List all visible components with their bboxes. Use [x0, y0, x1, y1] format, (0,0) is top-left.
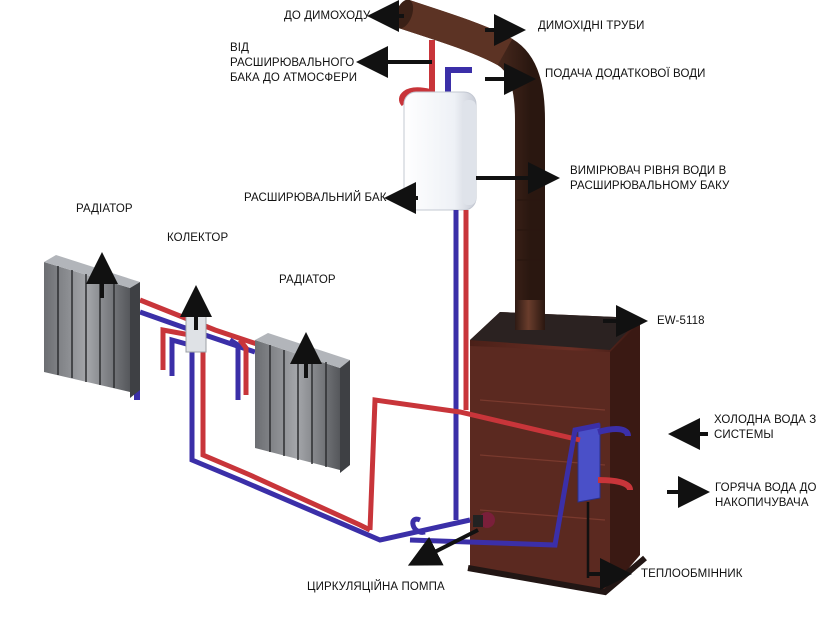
label-line: НАКОПИЧУВАЧА: [715, 497, 809, 509]
label-heat-exchanger: ТЕПЛООБМІННИК: [641, 568, 743, 580]
label-line: ГОРЯЧА ВОДА ДО: [715, 482, 817, 494]
arrow-circulation-pump: [407, 528, 479, 566]
label-line: СИСТЕМЫ: [714, 429, 774, 441]
label-radiator-right: РАДІАТОР: [279, 274, 336, 286]
label-cold-water-in: ХОЛОДНА ВОДА З СИСТЕМЫ: [714, 413, 816, 443]
label-chimney-pipes: ДИМОХІДНІ ТРУБИ: [538, 20, 645, 32]
label-line: РАСШИРЮВАЛЬНОМУ БАКУ: [570, 180, 730, 192]
label-extra-water-supply: ПОДАЧА ДОДАТКОВОЇ ВОДИ: [545, 68, 706, 80]
label-expansion-tank: РАСШИРЮВАЛЬНИЙ БАК: [244, 192, 387, 204]
boiler: [467, 300, 647, 596]
label-line: РАСШИРЮВАЛЬНОГО: [230, 57, 355, 69]
label-from-tank-to-atmosphere: ВІД РАСШИРЮВАЛЬНОГО БАКА ДО АТМОСФЕРИ: [230, 41, 357, 86]
label-to-chimney: ДО ДИМОХОДУ: [284, 10, 371, 22]
label-radiator-left: РАДІАТОР: [76, 203, 133, 215]
heat-exchanger: [577, 423, 633, 578]
label-circulation-pump: ЦИРКУЛЯЦІЙНА ПОМПА: [307, 581, 445, 593]
label-collector: КОЛЕКТОР: [167, 232, 229, 244]
expansion-tank: [399, 40, 477, 520]
radiator-left: [44, 255, 140, 398]
label-line: ХОЛОДНА ВОДА З: [714, 414, 817, 426]
radiator-right: [255, 333, 350, 473]
label-line: БАКА ДО АТМОСФЕРИ: [230, 72, 358, 84]
label-line: ВИМІРЮВАЧ РІВНЯ ВОДИ В: [570, 165, 727, 177]
callout-arrows: [86, 0, 710, 590]
label-water-level-meter: ВИМІРЮВАЧ РІВНЯ ВОДИ В РАСШИРЮВАЛЬНОМУ Б…: [570, 164, 729, 194]
label-hot-water-out: ГОРЯЧА ВОДА ДО НАКОПИЧУВАЧА: [715, 481, 817, 511]
label-boiler-model: EW-5118: [657, 315, 705, 327]
label-line: ВІД: [230, 42, 249, 54]
